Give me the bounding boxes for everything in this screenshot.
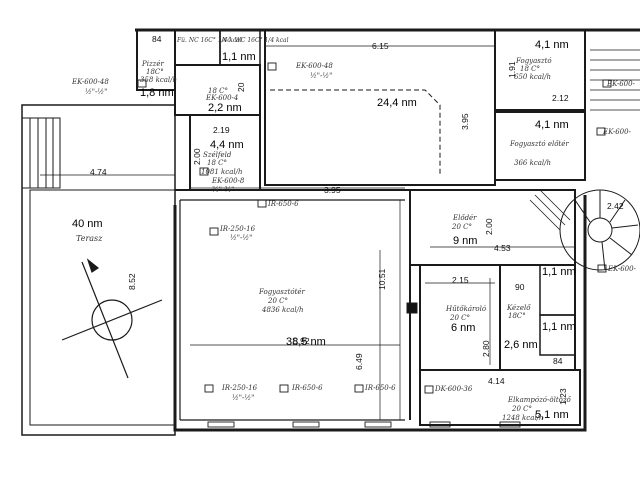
label-fogyasztoter-heat: 4836 kcal/h [261,306,303,314]
code-pipe4: ½"-½" [230,234,252,242]
label-topright: Fogyasztó [515,57,552,65]
code-pipe3: ¾"-¾" [212,186,234,194]
label-bottomright: Elkampózó-öltöző [507,395,572,404]
code-ek600-right: EK-600- [606,80,636,88]
area-bottomright: 5,1 nm [535,409,569,421]
code-pipe5: ½"-½" [232,394,254,402]
label-pizza-heat: 358 kcal/h [140,76,177,84]
dim-219: 2.19 [213,125,230,135]
terrace-stairs [21,117,61,189]
code-ir650-6a: IR-650-6 [267,200,299,208]
area-eloter: 2,2 nm [208,102,242,114]
dim-191: 1.91 [507,61,517,78]
dim-200a: 2.00 [192,148,202,165]
label-huto: Hűtőkároló [445,304,486,313]
fr-wc-room [174,29,221,66]
code-ek600-4: EK-600-4 [205,94,238,102]
dim-20: 20 [236,82,246,92]
label-terasz: Terasz [76,234,103,243]
label-fr-nc: Fü. NC 16C° 1/4 kcal [176,37,242,44]
dim-1051: 10.51 [377,268,387,290]
area-huto: 6 nm [451,322,475,334]
area-topright2: 4,1 nm [535,119,569,131]
area-fogyasztoter: 38,5 nm [286,336,326,348]
dim-200b: 2.00 [484,218,494,235]
area-small2: 1,1 nm [542,321,576,333]
radiator-marks [137,62,612,428]
compass-rose [61,258,163,379]
dim-649: 6.49 [354,353,364,370]
area-pizza: 1,8 nm [140,87,174,99]
label-ertek: Elődér [452,213,477,222]
dim-215: 2.15 [452,275,469,285]
label-bottomright-heat: 1248 kcal/h [502,414,543,422]
terrace-outline [21,104,176,436]
szelfeld-room [189,114,261,191]
area-small1: 1,1 nm [542,266,576,278]
dim-395a: 3.95 [324,185,341,195]
area-terasz: 40 nm [72,218,103,230]
area-ertek: 9 nm [453,235,477,247]
label-kezelo: Kézelő [506,303,531,312]
label-fogyasztoter-temp: 20 C° [267,297,288,305]
dim-453: 4.53 [494,243,511,253]
small-room2 [539,314,576,356]
label-bottomright-temp: 20 C° [511,405,532,413]
code-ek600-48a: EK-600-48 [71,78,109,86]
area-nw: 1,1 nm [222,51,256,63]
label-szelfeld-temp: 18 C° [207,159,227,167]
code-ek600-right2: EK-600- [602,128,632,136]
label-topright-temp: 18 C° [520,65,540,73]
label-fogyasztoter: Fogyasztótér [258,288,306,296]
dim-280: 2.80 [481,340,491,357]
hall-dashed [270,89,441,175]
dim-212: 2.12 [552,93,569,103]
code-pipe2: ½"-½" [310,72,332,80]
dim-592: 5.92 [293,336,310,346]
code-ir250-16a: IR-250-16 [219,225,256,233]
dim-852: 8.52 [127,273,137,290]
code-ek600-48b: EK-600-48 [295,62,333,70]
label-pizza-temp: 18C° [146,68,164,76]
label-szelfeld-heat: 1081 kcal/h [201,168,242,176]
area-kezelo: 2,6 nm [504,339,538,351]
area-topright1: 4,1 nm [535,39,569,51]
code-ek600-8: EK-600-8 [211,177,245,185]
label-topright2-heat: 366 kcal/h [514,159,551,167]
dim-242: 2.42 [607,201,624,211]
right-stair-hatch [590,49,640,111]
topright-room1 [494,29,586,111]
code-ek600-right3: EK-600- [607,265,637,273]
label-pizza: Pizzér [141,60,164,68]
dim-90: 90 [515,282,525,292]
spiral-stair [559,189,640,271]
code-pipe1: ½"-½" [85,88,107,96]
label-eloter-temp: 18 C° [208,87,228,95]
dim-84a: 84 [152,34,162,44]
code-ir250-16b: IR-250-16 [221,384,258,392]
dimension-lines [40,45,575,420]
label-ertek-temp: 20 C° [451,223,472,231]
label-huto-temp: 20 C° [449,314,470,322]
dim-474: 4.74 [90,167,107,177]
dim-615: 6.15 [372,41,389,51]
code-ir650-6b: IR-650-6 [291,384,323,392]
dim-84b: 84 [553,356,563,366]
ertek-hatch [529,189,571,231]
shaft-marker [406,302,418,314]
code-ir650-6c: IR-650-6 [364,384,396,392]
label-topright-heat: 650 kcal/h [514,73,551,81]
dim-395b: 3.95 [460,113,470,130]
label-kezelo-temp: 18C° [508,312,526,320]
dim-414: 4.14 [488,376,505,386]
topright-room2 [494,111,586,181]
area-main-hall: 24,4 nm [377,97,417,109]
area-szelfeld: 4,4 nm [210,139,244,151]
label-szelfeld: Szélfeld [203,151,232,159]
dim-123: 1.23 [558,388,568,405]
code-dk600-36: DK-600-36 [434,385,473,393]
label-nw-nc: Nő. WC 16C° 1/4 kcal [221,37,289,44]
label-topright2: Fogyasztó előtér [509,139,569,148]
